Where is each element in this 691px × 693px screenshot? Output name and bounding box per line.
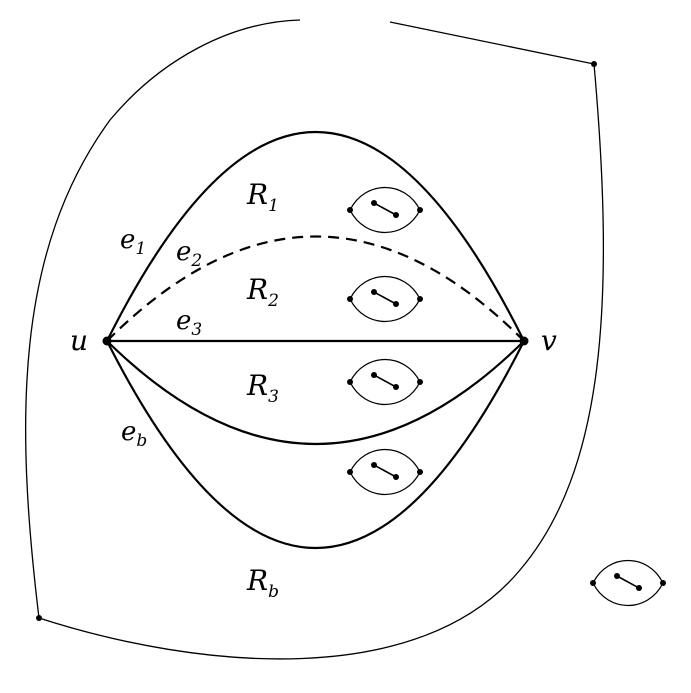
- label-r3-base: R: [246, 369, 268, 402]
- outer-vertex-bottom-left: [36, 615, 42, 621]
- gadget-region-4: [346, 448, 424, 496]
- label-r2-sub: 2: [267, 291, 279, 311]
- vertex-u: [102, 336, 112, 346]
- outer-boundary: [24, 19, 605, 660]
- label-u: u: [70, 324, 88, 357]
- label-eb-base: e: [121, 417, 136, 447]
- gadget-region-1: [346, 186, 424, 234]
- label-rb-base: R: [246, 564, 268, 597]
- edge-e2: [106, 235, 525, 342]
- label-r3-sub: 3: [268, 387, 279, 407]
- label-e3: e3: [176, 306, 202, 340]
- label-v: v: [541, 324, 557, 357]
- gadget-outside: [589, 559, 667, 607]
- label-r1-base: R: [246, 178, 268, 211]
- gadget-region-3: [346, 358, 424, 406]
- label-eb-sub: b: [136, 431, 147, 451]
- label-e2-sub: 2: [190, 251, 202, 271]
- label-eb: eb: [121, 417, 147, 451]
- edge-eb: [106, 340, 525, 550]
- label-r3: R3: [246, 369, 279, 407]
- gadget-region-2: [346, 275, 424, 323]
- label-e3-sub: 3: [191, 320, 202, 340]
- label-r1: R1: [246, 178, 279, 216]
- label-e2: e2: [176, 237, 202, 271]
- label-e1: e1: [120, 225, 146, 259]
- outer-vertex-top-right: [591, 61, 597, 67]
- vertex-v: [519, 336, 529, 346]
- label-r2-base: R: [246, 273, 268, 306]
- label-e3-base: e: [176, 306, 191, 336]
- label-e1-base: e: [120, 225, 135, 255]
- label-e1-sub: 1: [135, 239, 146, 259]
- edge-e1: [106, 130, 525, 342]
- label-rb-sub: b: [268, 582, 279, 602]
- label-e2-base: e: [176, 237, 191, 267]
- label-rb: Rb: [246, 564, 279, 602]
- edge-lower-inner: [106, 340, 525, 446]
- label-r1-sub: 1: [268, 196, 279, 216]
- label-r2: R2: [246, 273, 279, 311]
